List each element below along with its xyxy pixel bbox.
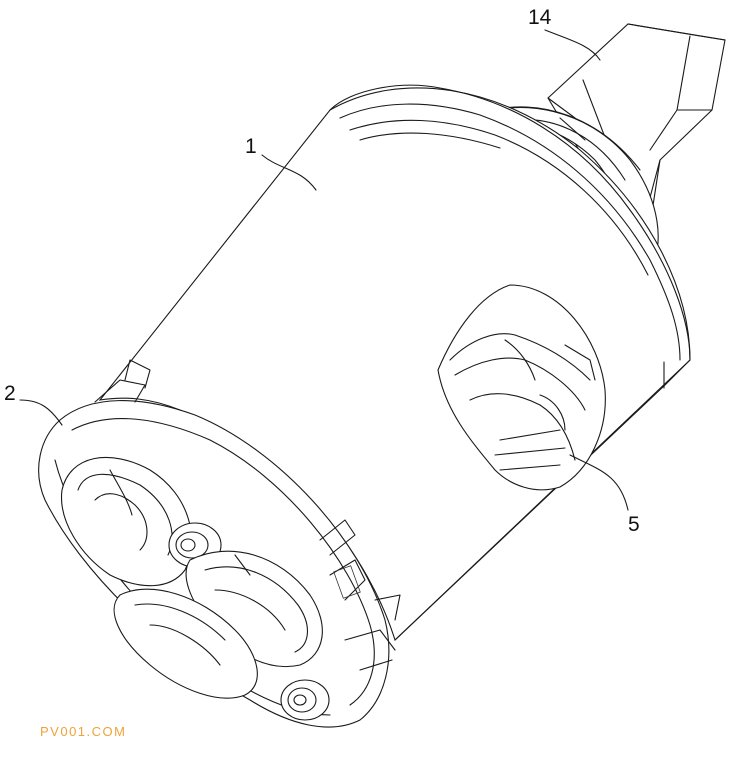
- lower-boss: [280, 679, 330, 721]
- leader-line-5: [569, 454, 629, 511]
- leader-line-2: [19, 399, 63, 426]
- watermark-text: PV001.COM: [40, 724, 127, 739]
- label-14: 14: [528, 6, 552, 29]
- bottom-port: [113, 588, 258, 699]
- cylinder-body-part-1: [98, 84, 691, 642]
- label-5: 5: [628, 513, 640, 536]
- leader-lines: [19, 29, 629, 511]
- lower-port: [185, 550, 323, 668]
- label-2: 2: [4, 382, 16, 405]
- leader-line-14: [544, 29, 601, 61]
- leader-line-1: [261, 154, 317, 191]
- window-part-5: [437, 284, 606, 491]
- label-1: 1: [245, 135, 257, 158]
